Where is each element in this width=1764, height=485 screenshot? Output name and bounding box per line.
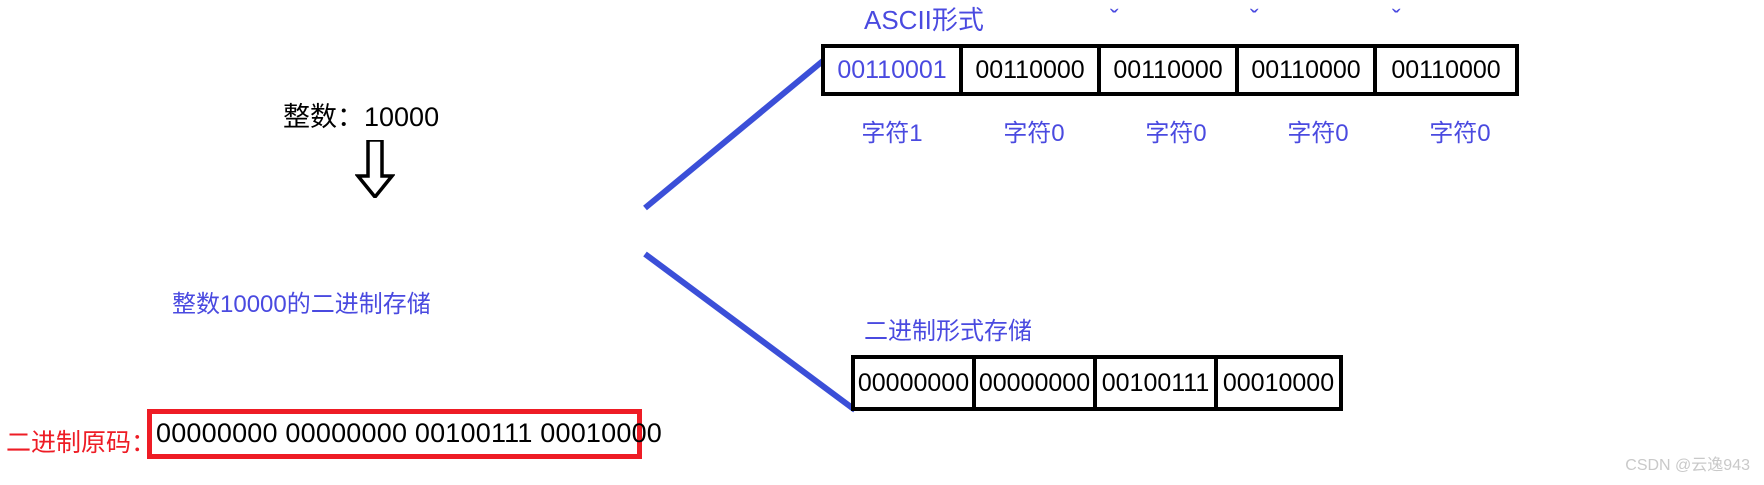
down-arrow-icon bbox=[354, 138, 396, 200]
ascii-byte-cell: 00110000 bbox=[1101, 48, 1239, 92]
binary-value-text: 00000000 00000000 00100111 00010000 bbox=[156, 418, 663, 448]
connector-line-ascii bbox=[643, 57, 826, 211]
ascii-byte-cell: 00110000 bbox=[963, 48, 1101, 92]
binary-value-box bbox=[147, 409, 642, 459]
connector-line-binary bbox=[643, 251, 857, 413]
storage-note-label: 整数10000的二进制存储 bbox=[172, 291, 431, 318]
binary-byte-cell: 00010000 bbox=[1218, 359, 1339, 407]
binary-byte-table: 00000000 00000000 00100111 00010000 bbox=[851, 355, 1343, 411]
integer-label: 整数：10000 bbox=[283, 102, 440, 132]
binary-section-title: 二进制形式存储 bbox=[864, 318, 1032, 345]
binary-source-row: 二进制原码： 00000000 00000000 00100111 000100… bbox=[0, 205, 662, 459]
binary-code-label: 二进制原码： bbox=[6, 429, 157, 457]
ascii-char-caption: 字符0 bbox=[1287, 120, 1349, 147]
ascii-char-caption: 字符0 bbox=[1145, 120, 1207, 147]
ascii-byte-cell: 00110001 bbox=[825, 48, 963, 92]
binary-byte-cell: 00000000 bbox=[976, 359, 1097, 407]
ascii-byte-cell: 00110000 bbox=[1377, 48, 1515, 92]
tick-mark-icon-2: ˇ bbox=[1250, 4, 1259, 34]
ascii-char-caption: 字符1 bbox=[861, 120, 923, 147]
tick-mark-icon-3: ˇ bbox=[1392, 4, 1401, 34]
ascii-section-title: ASCII形式 bbox=[864, 5, 984, 35]
ascii-char-caption: 字符0 bbox=[1429, 120, 1491, 147]
binary-byte-cell: 00000000 bbox=[855, 359, 976, 407]
ascii-byte-table: 00110001 00110000 00110000 00110000 0011… bbox=[821, 44, 1519, 96]
binary-byte-cell: 00100111 bbox=[1097, 359, 1218, 407]
ascii-char-caption: 字符0 bbox=[1003, 120, 1065, 147]
watermark-label: CSDN @云逸943 bbox=[1625, 457, 1750, 474]
ascii-caption-row: 字符1 字符0 字符0 字符0 字符0 bbox=[821, 113, 1531, 148]
ascii-byte-cell: 00110000 bbox=[1239, 48, 1377, 92]
tick-mark-icon-1: ˇ bbox=[1110, 4, 1119, 34]
